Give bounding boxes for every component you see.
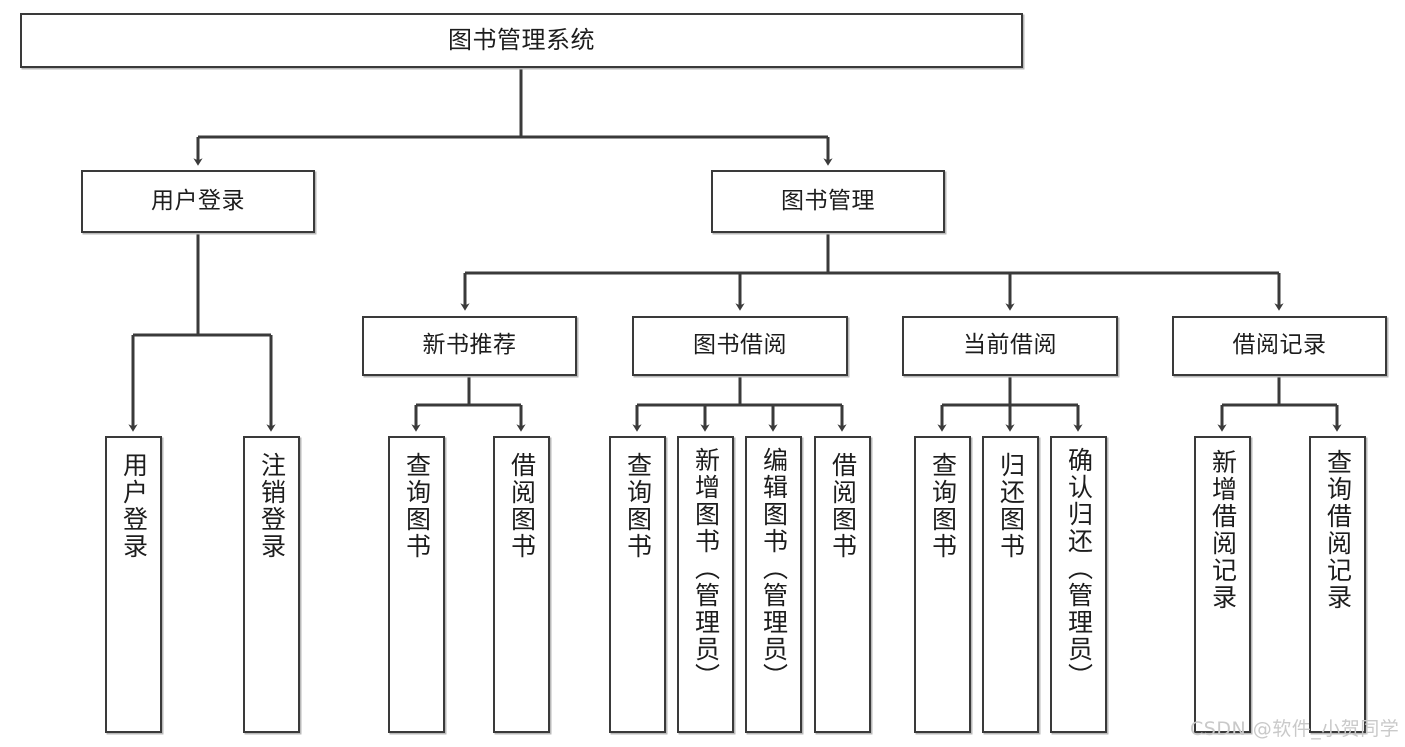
node-root-label: 图书管理系统	[448, 26, 595, 55]
leaf-borrow-query-label: 查询图书	[623, 452, 653, 560]
leaf-borrow-add-admin-label: 新增图书（管理员）	[691, 447, 721, 690]
node-book-manage-label: 图书管理	[781, 187, 875, 214]
node-current-borrow-label: 当前借阅	[963, 332, 1057, 359]
node-book-manage[interactable]: 图书管理	[711, 170, 945, 233]
leaf-record-query-label: 查询借阅记录	[1323, 449, 1353, 611]
node-current-borrow[interactable]: 当前借阅	[902, 316, 1118, 376]
node-user-login-label: 用户登录	[151, 187, 245, 214]
leaf-newbook-borrow[interactable]: 借阅图书	[493, 436, 550, 733]
leaf-borrow-query[interactable]: 查询图书	[609, 436, 666, 733]
node-book-borrow[interactable]: 图书借阅	[632, 316, 848, 376]
node-new-book-recommend-label: 新书推荐	[422, 332, 517, 359]
leaf-user-login[interactable]: 用户登录	[105, 436, 162, 733]
node-borrow-record-label: 借阅记录	[1232, 332, 1327, 359]
node-root[interactable]: 图书管理系统	[20, 13, 1023, 68]
csdn-watermark: CSDN @软件_小贺同学	[1190, 714, 1399, 741]
leaf-borrow-borrow[interactable]: 借阅图书	[814, 436, 871, 733]
leaf-record-query[interactable]: 查询借阅记录	[1309, 436, 1366, 733]
leaf-current-query-label: 查询图书	[928, 452, 958, 560]
leaf-borrow-add-admin[interactable]: 新增图书（管理员）	[677, 436, 734, 733]
leaf-user-login-label: 用户登录	[119, 452, 149, 560]
leaf-current-query[interactable]: 查询图书	[914, 436, 971, 733]
leaf-current-return-label: 归还图书	[996, 452, 1026, 560]
node-new-book-recommend[interactable]: 新书推荐	[362, 316, 577, 376]
leaf-newbook-borrow-label: 借阅图书	[507, 452, 537, 560]
leaf-record-add-label: 新增借阅记录	[1208, 449, 1238, 611]
leaf-borrow-edit-admin-label: 编辑图书（管理员）	[759, 447, 789, 690]
leaf-current-confirm-admin[interactable]: 确认归还（管理员）	[1050, 436, 1107, 733]
leaf-borrow-edit-admin[interactable]: 编辑图书（管理员）	[745, 436, 802, 733]
leaf-newbook-query-label: 查询图书	[402, 452, 432, 560]
csdn-watermark-text: CSDN @软件_小贺同学	[1190, 718, 1400, 740]
leaf-user-logout[interactable]: 注销登录	[243, 436, 300, 733]
node-borrow-record[interactable]: 借阅记录	[1172, 316, 1387, 376]
leaf-current-return[interactable]: 归还图书	[982, 436, 1039, 733]
leaf-borrow-borrow-label: 借阅图书	[828, 452, 858, 560]
leaf-current-confirm-admin-label: 确认归还（管理员）	[1064, 447, 1094, 690]
node-user-login[interactable]: 用户登录	[81, 170, 315, 233]
leaf-record-add[interactable]: 新增借阅记录	[1194, 436, 1251, 733]
node-book-borrow-label: 图书借阅	[693, 332, 787, 359]
leaf-newbook-query[interactable]: 查询图书	[388, 436, 445, 733]
leaf-user-logout-label: 注销登录	[257, 452, 287, 560]
